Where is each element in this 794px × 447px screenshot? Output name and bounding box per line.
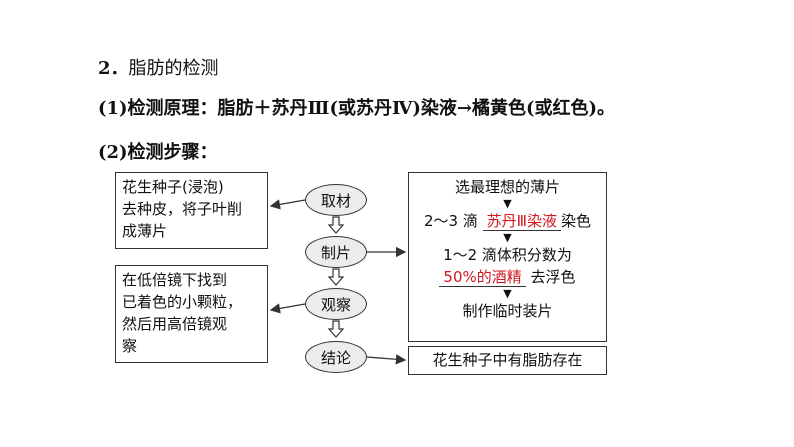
box-line: 花生种子(浸泡) <box>122 178 224 196</box>
box-line: 已着色的小颗粒， <box>122 293 243 311</box>
section-heading: 2．脂肪的检测 <box>98 54 219 80</box>
answer-alcohol: 50%的酒精 <box>439 268 526 287</box>
step-label: 取材 <box>320 191 351 210</box>
procedure-text: 2～3 滴 <box>424 212 478 230</box>
sample-prep-box: 花生种子(浸泡) 去种皮，将子叶削 成薄片 <box>115 172 268 249</box>
procedure-text: 去浮色 <box>530 268 576 286</box>
box-line: 察 <box>122 337 138 355</box>
step-oval-observe: 观察 <box>305 288 367 320</box>
steps-title: (2)检测步骤： <box>98 142 218 163</box>
arrow-to-conclusion-box <box>366 354 407 365</box>
arrow-to-prep-box <box>269 199 306 210</box>
procedure-line: 1～2 滴体积分数为 <box>443 246 572 264</box>
step-oval-slide: 制片 <box>305 236 367 268</box>
box-line: 成薄片 <box>122 222 168 240</box>
down-arrow-icon: ▼ <box>503 197 512 210</box>
procedure-line: 2～3 滴 苏丹Ⅲ染液染色 <box>413 210 602 232</box>
step-label: 结论 <box>320 348 351 367</box>
procedure-line: 选最理想的薄片 <box>454 178 560 196</box>
step-label: 观察 <box>320 295 351 314</box>
down-arrow-icon: ▼ <box>503 287 512 300</box>
arrow-to-observe-box <box>269 303 306 314</box>
slide-procedure-box: 选最理想的薄片 ▼ 2～3 滴 苏丹Ⅲ染液染色 ▼ 1～2 滴体积分数为 50%… <box>408 172 607 342</box>
step-label: 制片 <box>320 243 351 262</box>
conclusion-text: 花生种子中有脂肪存在 <box>432 351 583 369</box>
box-line: 去种皮，将子叶削 <box>122 200 243 218</box>
section-number: 2． <box>98 58 129 79</box>
section-title: 脂肪的检测 <box>128 58 219 79</box>
procedure-line: 制作临时装片 <box>462 302 553 320</box>
answer-stain: 苏丹Ⅲ染液 <box>482 212 561 231</box>
down-arrow-icon <box>327 268 345 286</box>
procedure-text: 染色 <box>560 212 591 230</box>
box-line: 然后用高倍镜观 <box>122 315 228 333</box>
step-oval-sampling: 取材 <box>305 184 367 216</box>
down-arrow-icon: ▼ <box>503 231 512 244</box>
observation-box: 在低倍镜下找到 已着色的小颗粒， 然后用高倍镜观 察 <box>115 265 268 363</box>
procedure-line: 50%的酒精 去浮色 <box>413 266 602 288</box>
conclusion-box: 花生种子中有脂肪存在 <box>408 346 607 375</box>
principle-line: (1)检测原理：脂肪＋苏丹Ⅲ(或苏丹Ⅳ)染液→橘黄色(或红色)。 <box>98 98 616 119</box>
box-line: 在低倍镜下找到 <box>122 271 228 289</box>
down-arrow-icon <box>327 320 345 338</box>
down-arrow-icon <box>327 216 345 234</box>
step-oval-conclusion: 结论 <box>305 341 367 373</box>
